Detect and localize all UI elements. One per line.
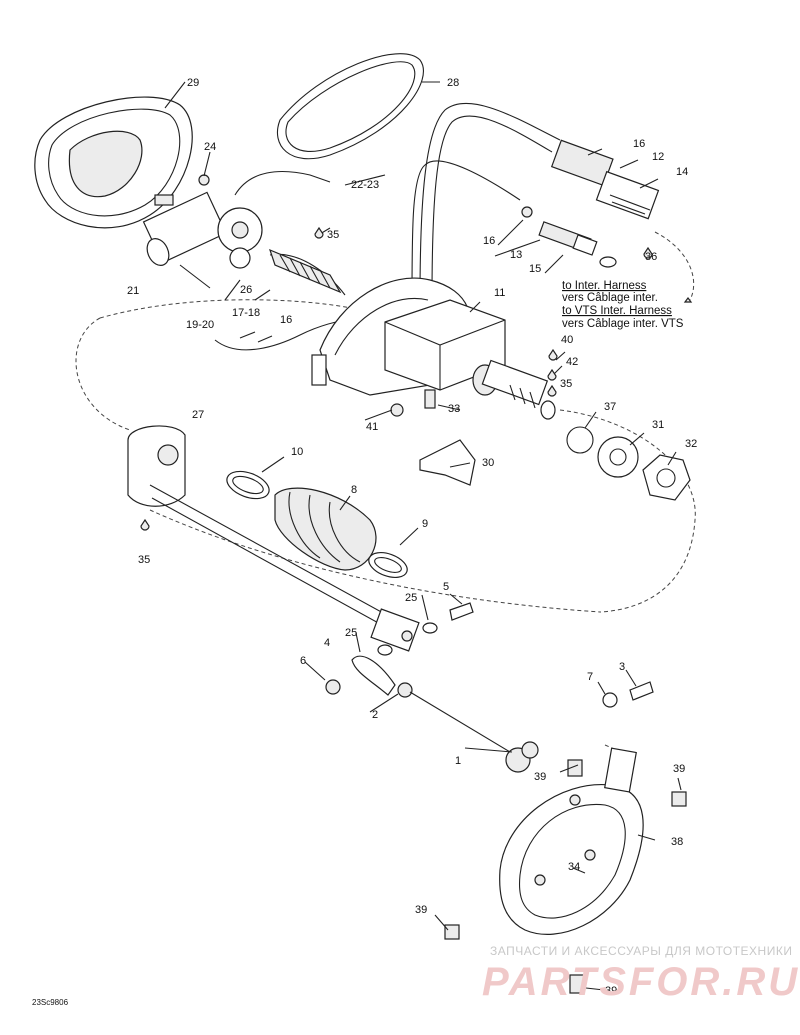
label-part-27: 27 [192, 409, 204, 421]
label-part-3: 3 [619, 661, 625, 673]
label-part-11: 11 [494, 287, 505, 299]
label-part-25-a: 25 [405, 592, 417, 604]
label-part-19-20: 19-20 [186, 319, 214, 331]
label-part-39-c: 39 [415, 904, 427, 916]
spring-part-26 [269, 248, 346, 296]
connector-part-14 [550, 139, 660, 220]
label-part-17-18: 17-18 [232, 307, 260, 319]
leader-lines [164, 81, 682, 991]
label-part-12: 12 [652, 151, 664, 163]
clevis-part-5 [370, 608, 420, 652]
label-part-41: 41 [366, 421, 378, 433]
label-part-2: 2 [372, 709, 378, 721]
shaft-support-part-27 [127, 425, 406, 636]
label-part-34: 34 [568, 861, 580, 873]
bracket-part-30 [419, 439, 476, 486]
label-part-39-a: 39 [534, 771, 546, 783]
label-part-25-b: 25 [345, 627, 357, 639]
label-part-39-d: 39 [605, 985, 617, 997]
label-part-16-c: 16 [280, 314, 292, 326]
connector-part-15 [538, 221, 617, 268]
label-part-30: 30 [482, 457, 494, 469]
label-part-6: 6 [300, 655, 306, 667]
watermark-logo: PARTSFOR.RU [482, 960, 800, 1004]
motor-part-21 [142, 191, 263, 269]
label-part-8: 8 [351, 484, 357, 496]
bellows-boot-part-8 [274, 487, 377, 571]
label-part-7: 7 [587, 671, 593, 683]
label-part-32: 32 [685, 438, 697, 450]
label-part-10: 10 [291, 446, 303, 458]
label-part-35-c: 35 [138, 554, 150, 566]
mount-ring-part-38 [499, 747, 644, 935]
label-part-42: 42 [566, 356, 578, 368]
headlight-part-29 [34, 96, 193, 229]
label-part-14: 14 [676, 166, 688, 178]
label-part-9: 9 [422, 518, 428, 530]
label-part-35-b: 35 [560, 378, 572, 390]
label-part-15: 15 [529, 263, 541, 275]
label-part-1: 1 [455, 755, 461, 767]
belt-part-28 [276, 53, 424, 160]
label-part-38: 38 [671, 836, 683, 848]
label-part-26: 26 [240, 284, 252, 296]
label-part-28: 28 [447, 77, 459, 89]
label-part-36: 36 [645, 251, 657, 263]
label-part-4: 4 [324, 637, 330, 649]
label-part-39-b: 39 [673, 763, 685, 775]
note-to-vts-inter-harness: to VTS Inter. Harness [562, 305, 672, 317]
label-part-13: 13 [510, 249, 522, 261]
label-part-16-b: 16 [483, 235, 495, 247]
label-part-5: 5 [443, 581, 449, 593]
label-part-37: 37 [604, 401, 616, 413]
actuator-shaft [472, 359, 556, 420]
label-part-35-a: 35 [327, 229, 339, 241]
watermark-tagline: ЗАПЧАСТИ И АКСЕССУАРЫ ДЛЯ МОТОТЕХНИКИ [490, 944, 792, 958]
label-part-31: 31 [652, 419, 664, 431]
label-part-21: 21 [127, 285, 139, 297]
note-to-inter-harness: to Inter. Harness [562, 280, 647, 292]
label-part-29: 29 [187, 77, 199, 89]
label-part-22-23: 22-23 [351, 179, 379, 191]
label-part-24: 24 [204, 141, 216, 153]
label-part-40: 40 [561, 334, 573, 346]
label-part-33: 33 [448, 403, 460, 415]
note-vers-cablage-inter: vers Câblage inter. [562, 292, 658, 304]
drawing-code: 23Sc9806 [32, 998, 69, 1007]
control-module-part-11 [384, 299, 506, 391]
note-vers-cablage-inter-vts: vers Câblage inter. VTS [562, 318, 684, 330]
label-part-16-a: 16 [633, 138, 645, 150]
clamp-part-10 [226, 470, 270, 500]
